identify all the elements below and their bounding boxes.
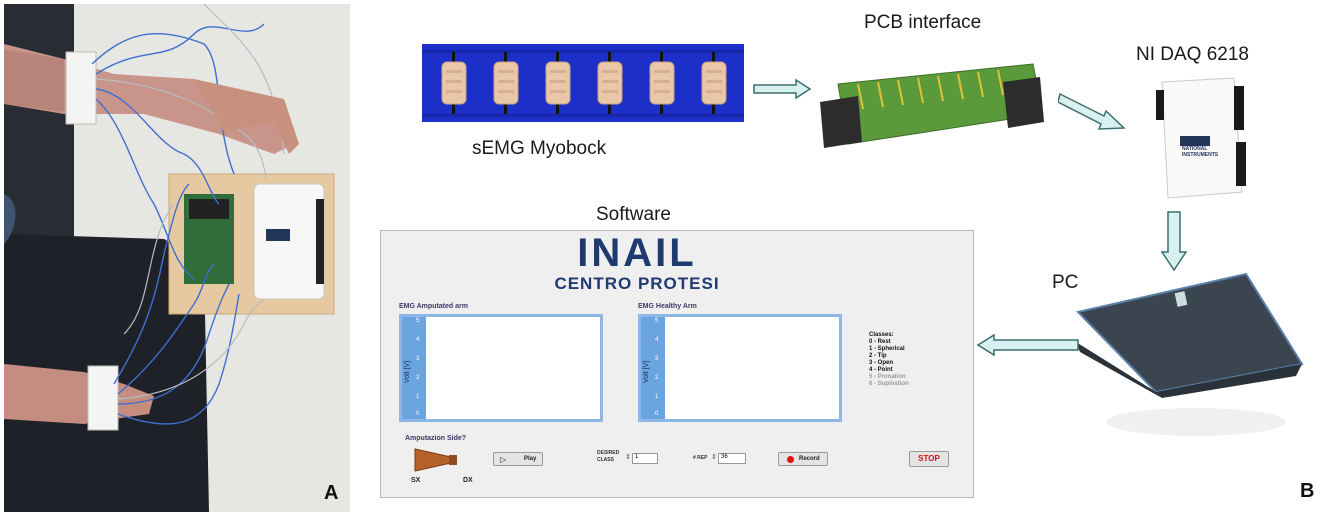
desired-class-label-line2: CLASS: [597, 457, 614, 463]
y-tick: 1: [416, 394, 420, 400]
y-tick: 3: [416, 356, 420, 362]
amputation-side-label: Amputazion Side?: [405, 435, 467, 442]
record-icon: [787, 456, 794, 463]
side-dx-label: DX: [463, 477, 473, 484]
y-tick: 4: [416, 337, 420, 343]
photo-panel-a: A: [4, 4, 350, 512]
class-item: 5 - Pronation: [869, 374, 906, 380]
class-item: 4 - Point: [869, 367, 893, 373]
y-tick: 2: [655, 375, 659, 381]
electrode: [649, 52, 675, 114]
desired-class-label: DESIRED CLASS: [597, 450, 619, 464]
y-tick: 5: [416, 318, 420, 324]
electrode: [441, 52, 467, 114]
y-tick: 4: [655, 337, 659, 343]
record-label: Record: [799, 456, 820, 462]
rep-input[interactable]: 36: [718, 453, 746, 464]
plot-left-title: EMG Amputated arm: [399, 303, 468, 310]
play-icon: ▷: [500, 455, 507, 464]
software-label: Software: [596, 204, 671, 225]
class-item: 3 - Open: [869, 360, 894, 366]
software-window: INAIL CENTRO PROTESI EMG Amputated arm 5…: [380, 230, 974, 498]
amputation-side-switch[interactable]: [411, 445, 461, 475]
desired-class-label-line1: DESIRED: [597, 450, 620, 456]
desired-class-stepper-icon[interactable]: ⇕: [625, 454, 631, 461]
y-tick: 1: [655, 394, 659, 400]
record-button[interactable]: Record: [778, 452, 828, 466]
arrow-pc-to-software: [976, 333, 1079, 357]
electrode: [493, 52, 519, 114]
pcb-interface-label: PCB interface: [864, 12, 982, 33]
ni-brand-text-1: NATIONAL: [1182, 146, 1208, 152]
panel-a-letter: A: [324, 482, 339, 504]
side-sx-label: SX: [411, 477, 421, 484]
plot-right-title: EMG Healthy Arm: [638, 303, 697, 310]
arrow-daq-to-pc: [1160, 211, 1188, 272]
emg-healthy-plot: 5 4 3 2 1 0 Volt [V]: [638, 314, 842, 422]
class-item: 1 - Spherical: [869, 346, 905, 352]
y-tick: 0: [655, 411, 659, 417]
classes-title: Classes:: [869, 332, 894, 338]
class-item: 6 - Supination: [869, 381, 909, 387]
class-item: 2 - Tip: [869, 353, 887, 359]
ni-daq-label: NI DAQ 6218: [1136, 44, 1249, 65]
panel-b-letter: B: [1300, 480, 1315, 502]
y-tick: 2: [416, 375, 420, 381]
semg-myobock-image: [422, 44, 744, 122]
plot-right-y-label: Volt [V]: [643, 360, 650, 383]
pc-label: PC: [1052, 272, 1079, 293]
ni-brand-text-2: INSTRUMENTS: [1182, 152, 1219, 158]
rep-label: # REP: [693, 455, 708, 461]
y-tick: 0: [416, 411, 420, 417]
arrow-semg-to-pcb: [753, 78, 812, 100]
play-button[interactable]: ▷ Play: [493, 452, 543, 466]
pc-laptop-image: [1066, 272, 1308, 448]
stop-button[interactable]: STOP: [909, 451, 949, 467]
arrow-pcb-to-daq: [1058, 92, 1126, 130]
plot-right-y-axis: [641, 317, 665, 419]
plot-left-y-label: Volt [V]: [404, 360, 411, 383]
plot-left-y-axis: [402, 317, 426, 419]
desired-class-input[interactable]: 1: [632, 453, 658, 464]
setup-photo: [4, 4, 350, 512]
inail-logo-title: INAIL: [577, 231, 697, 275]
y-tick: 3: [655, 356, 659, 362]
electrode: [545, 52, 571, 114]
pcb-interface-image: [818, 44, 1048, 150]
electrode: [597, 52, 623, 114]
y-tick: 5: [655, 318, 659, 324]
semg-myobock-label: sEMG Myobock: [472, 138, 607, 159]
rep-stepper-icon[interactable]: ⇕: [711, 454, 717, 461]
ni-daq-image: NATIONAL INSTRUMENTS: [1152, 76, 1250, 202]
class-item: 0 - Rest: [869, 339, 891, 345]
electrode: [701, 52, 727, 114]
emg-amputated-plot: 5 4 3 2 1 0 Volt [V]: [399, 314, 603, 422]
inail-logo-subtitle: CENTRO PROTESI: [554, 274, 720, 293]
play-label: Play: [524, 456, 537, 462]
